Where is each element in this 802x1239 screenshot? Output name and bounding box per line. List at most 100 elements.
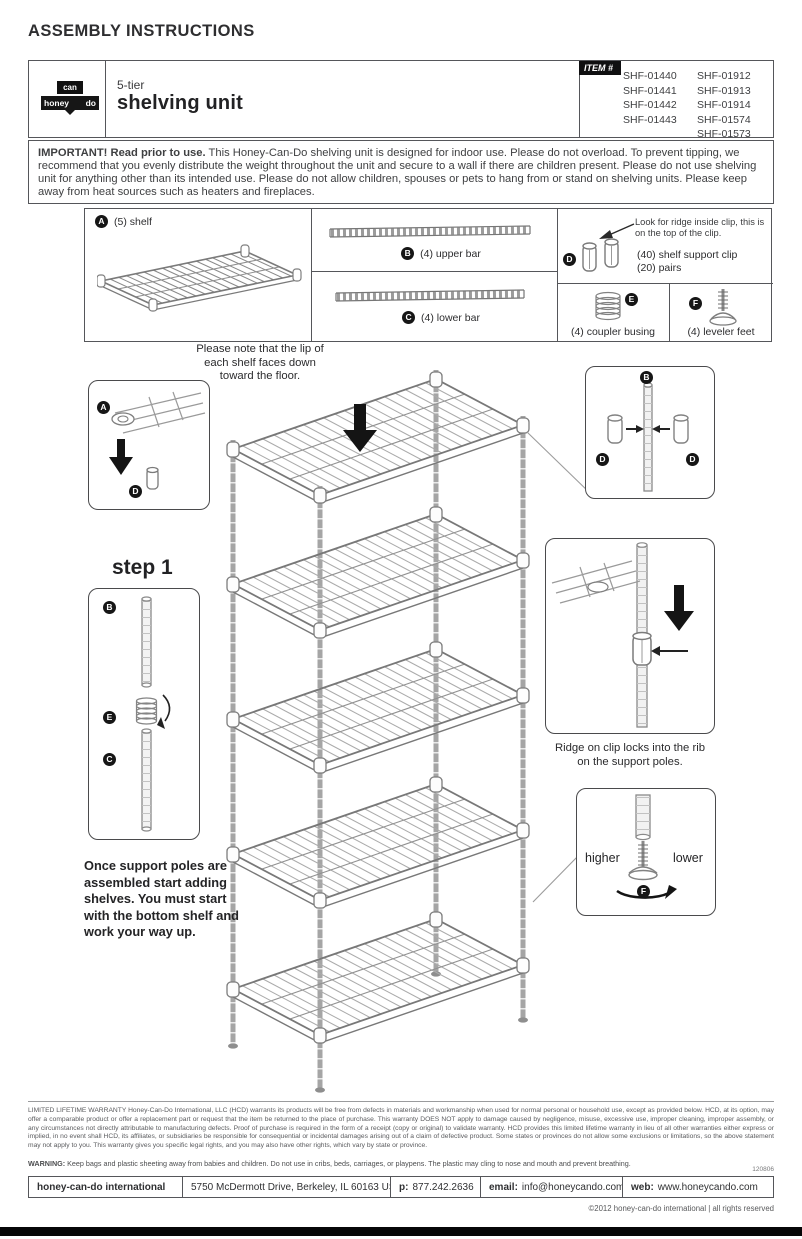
part-b-row: B (4) upper bar <box>325 247 557 260</box>
parts-divider-v1 <box>311 209 312 341</box>
ridge-box <box>545 538 715 734</box>
part-f-callout: F <box>689 297 702 310</box>
upper-bar-drawing <box>325 225 535 241</box>
legal-divider <box>28 1101 774 1102</box>
parts-divider-v3 <box>669 283 670 341</box>
part-a-callout: A <box>95 215 108 228</box>
ridge-note: Ridge on clip locks into the rib on the … <box>554 742 706 768</box>
step-e-callout: E <box>103 711 116 724</box>
detail-b-callout: B <box>640 371 653 384</box>
clip-drawing <box>579 235 623 279</box>
shelf-part-drawing <box>97 239 303 319</box>
leveler-feet-drawing <box>705 287 741 329</box>
important-body: This Honey-Can-Do shelving unit is desig… <box>38 147 757 198</box>
footer-address: 5750 McDermott Drive, Berkeley, IL 60163… <box>183 1177 391 1197</box>
footer-company-label: honey-can-do international <box>37 1181 166 1193</box>
leveler-box: higher lower F <box>576 788 716 916</box>
product-subtitle: 5-tier <box>117 78 145 92</box>
footer-phone: p:877.242.2636 <box>391 1177 481 1197</box>
item-number: SHF-01573 <box>697 128 751 140</box>
item-number: SHF-01574 <box>697 113 751 126</box>
item-number-column-2: SHF-01912 SHF-01913 SHF-01914 SHF-01574 … <box>697 69 751 142</box>
part-c-callout: C <box>402 311 416 324</box>
part-b-label: (4) upper bar <box>420 247 481 260</box>
logo-honey-label: honey <box>44 98 70 108</box>
footer-company: honey-can-do international <box>29 1177 183 1197</box>
lower-label: lower <box>673 851 703 865</box>
item-number: SHF-01912 <box>697 70 751 82</box>
item-number: SHF-01914 <box>697 99 751 111</box>
step-c-callout: C <box>103 753 116 766</box>
footer-web: web:www.honeycando.com <box>623 1177 773 1197</box>
coupler-drawing <box>591 291 625 325</box>
part-e-label: (4) coupler busing <box>570 326 656 338</box>
important-notice: IMPORTANT! Read prior to use. This Honey… <box>28 140 774 204</box>
part-f-label: (4) leveler feet <box>687 326 755 338</box>
down-arrow-icon <box>343 404 377 452</box>
part-d-callout: D <box>563 253 576 266</box>
item-number: SHF-01913 <box>697 84 751 97</box>
step-heading: step 1 <box>112 556 173 579</box>
part-b-callout: B <box>401 247 415 260</box>
warning-lead: WARNING: <box>28 1159 66 1168</box>
down-arrow-icon <box>664 585 694 631</box>
footer-phone-number: 877.242.2636 <box>412 1181 474 1193</box>
header-divider-1 <box>105 61 106 137</box>
part-c-row: C (4) lower bar <box>325 311 557 324</box>
footer-email: email:info@honeycando.com <box>481 1177 623 1197</box>
down-arrow-icon <box>109 439 133 475</box>
important-text: IMPORTANT! Read prior to use. This Honey… <box>38 147 764 199</box>
logo-do-label: do <box>85 98 96 108</box>
detail-d-callout: D <box>129 485 142 498</box>
assembly-instruction: Once support poles are assembled start a… <box>84 858 239 939</box>
bottom-bar <box>0 1227 802 1236</box>
warning-text: WARNING: Keep bags and plastic sheeting … <box>28 1159 728 1168</box>
item-number: SHF-01440 <box>623 70 677 82</box>
honeycando-logo: can honey do <box>41 77 99 115</box>
main-assembly-drawing <box>205 362 550 1097</box>
logo-can-label: can <box>57 81 83 94</box>
part-e-callout: E <box>625 293 638 306</box>
part-c-label: (4) lower bar <box>421 311 480 324</box>
detail-box-clips: B D D <box>585 366 715 499</box>
footer-address-label: 5750 McDermott Drive, Berkeley, IL 60163… <box>191 1181 391 1193</box>
higher-label: higher <box>585 851 620 865</box>
detail-d-callout: D <box>686 453 699 466</box>
footer-web-prefix: web: <box>631 1181 654 1193</box>
part-a-label: (5) shelf <box>114 215 152 228</box>
clip-note: Look for ridge inside clip, this is on t… <box>635 217 765 238</box>
detail-a-callout: A <box>97 401 110 414</box>
item-number: SHF-01443 <box>623 113 677 126</box>
important-lead: IMPORTANT! Read prior to use. <box>38 147 206 159</box>
parts-box: A (5) shelf <box>84 208 773 342</box>
step1-box: B E C <box>88 588 200 840</box>
assembly-title: ASSEMBLY INSTRUCTIONS <box>28 22 255 40</box>
leader-line <box>528 848 584 906</box>
footer-email-prefix: email: <box>489 1181 518 1193</box>
logo-banner: honey do <box>41 96 99 115</box>
header-divider-2 <box>579 61 580 137</box>
parts-divider-v2 <box>557 209 558 341</box>
header-box: can honey do 5-tier shelving unit ITEM #… <box>28 60 774 140</box>
item-number: SHF-01441 <box>623 84 677 97</box>
parts-divider-h1 <box>311 271 557 272</box>
part-d-label: (40) shelf support clip <box>637 249 738 261</box>
item-number: SHF-01442 <box>623 99 677 111</box>
part-a-row: A (5) shelf <box>95 215 152 228</box>
copyright: ©2012 honey-can-do international | all r… <box>588 1204 774 1213</box>
detail-d-callout: D <box>596 453 609 466</box>
lower-bar-drawing <box>331 289 529 305</box>
warning-body: Keep bags and plastic sheeting away from… <box>65 1159 631 1168</box>
footer-email-address: info@honeycando.com <box>521 1181 623 1193</box>
footer-web-url: www.honeycando.com <box>657 1181 758 1193</box>
parts-divider-h2 <box>557 283 773 284</box>
footer-bar: honey-can-do international 5750 McDermot… <box>28 1176 774 1198</box>
item-number-column-1: SHF-01440 SHF-01441 SHF-01442 SHF-01443 <box>623 69 677 127</box>
step-b-callout: B <box>103 601 116 614</box>
warranty-text: LIMITED LIFETIME WARRANTY Honey-Can-Do I… <box>28 1107 774 1150</box>
leader-line <box>520 425 600 500</box>
footer-phone-prefix: p: <box>399 1181 409 1193</box>
leveler-f-callout: F <box>637 885 650 898</box>
item-number-badge: ITEM # <box>579 61 621 75</box>
